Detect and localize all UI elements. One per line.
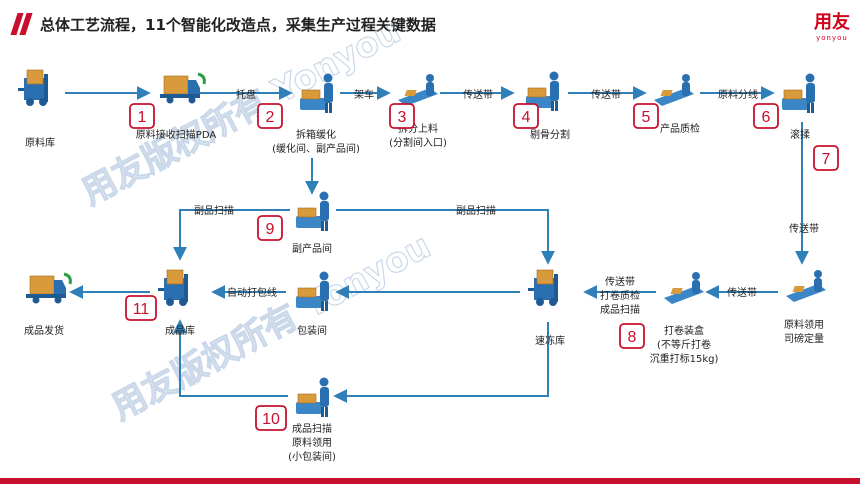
badge-number: 5: [642, 109, 651, 126]
weighing-station-icon: [786, 270, 826, 302]
receiving-pda-icon: [158, 72, 206, 105]
flow-arrow: [333, 322, 549, 403]
badge-number: 2: [266, 109, 275, 126]
node-split-loading-sub: (分割间入口): [389, 136, 447, 149]
shipping-truck-icon: [24, 272, 72, 305]
watermark-text: 用友版权所有 Yonyou: [75, 11, 407, 213]
logo-subtext: yonyou: [816, 34, 848, 42]
node-roll-boxing: 打卷装盒: [664, 324, 704, 337]
edge-label-raw-split: 原料分线: [718, 88, 758, 101]
node-freezer: 速冻库: [535, 334, 565, 347]
yonyou-logo: 用友 yonyou: [814, 8, 850, 42]
node-roll-qc: 打卷质检: [600, 289, 640, 302]
watermark-text: 用友版权所有 Yonyou: [105, 226, 437, 428]
split-loading-station-icon: [398, 74, 438, 106]
raw-warehouse-icon: [17, 69, 49, 107]
roll-boxing-station-icon: [664, 272, 704, 304]
badge-3: 3: [389, 103, 415, 129]
badge-1: 1: [129, 103, 155, 129]
node-shipping: 成品发货: [24, 324, 64, 337]
badge-7: 7: [813, 145, 839, 171]
node-roll-qc-conveyor: 传送带: [605, 275, 635, 288]
badge-9: 9: [257, 215, 283, 241]
byproduct-room-icon: [295, 191, 330, 232]
badge-number: 6: [762, 109, 771, 126]
edge-label-conveyor: 传送带: [727, 286, 757, 299]
node-deboning: 剔骨分割: [530, 128, 570, 141]
badge-2: 2: [257, 103, 283, 129]
freezer-icon: [527, 269, 559, 307]
flow-arrow: [336, 209, 555, 265]
logo-text: 用友: [814, 12, 850, 33]
node-roll-boxing-sub1: (不等斤打卷: [657, 338, 711, 351]
badge-6: 6: [753, 103, 779, 129]
node-raw-warehouse: 原料库: [25, 136, 55, 149]
edge-label-auto-pack: 自动打包线: [227, 286, 277, 299]
node-weighing: 原料领用: [784, 318, 824, 331]
flow-arrow: [173, 319, 288, 397]
badge-number: 3: [398, 109, 407, 126]
footer-accent-bar: [0, 478, 860, 484]
badge-number: 11: [133, 301, 150, 318]
node-byproduct-room: 副产品间: [292, 242, 332, 255]
node-receiving-pda: 原料接收扫描PDA: [136, 128, 217, 141]
tumbling-station-icon: [781, 73, 816, 114]
node-finished-warehouse: 成品库: [165, 324, 195, 337]
badge-number: 10: [262, 411, 280, 428]
quality-check-station-icon: [654, 74, 694, 106]
flow-arrow: [173, 209, 290, 261]
edge-label-byproduct-scan: 副品扫描: [194, 204, 234, 217]
edge-label-conveyor: 传送带: [789, 222, 819, 235]
flow-lines: [65, 86, 809, 403]
node-weighing-sub: 司磅定量: [784, 332, 824, 345]
edge-label-conveyor: 传送带: [591, 88, 621, 101]
badge-number: 7: [822, 151, 831, 168]
finished-warehouse-icon: [157, 269, 189, 307]
node-quality-check: 产品质检: [660, 122, 700, 135]
badge-number: 1: [138, 109, 147, 126]
badge-10: 10: [255, 405, 287, 431]
badge-5: 5: [633, 103, 659, 129]
slide-title: 总体工艺流程，11个智能化改造点，采集生产过程关键数据: [40, 16, 436, 34]
node-small-pack-scan: 成品扫描: [292, 422, 332, 435]
edge-label-rack: 架车: [354, 88, 374, 101]
node-roll-boxing-sub2: 沉重打标15kg): [650, 352, 719, 365]
small-pack-room-icon: [295, 377, 330, 418]
node-unpack-thaw: 拆箱缓化: [296, 128, 336, 141]
node-small-pack-room: (小包装间): [288, 450, 336, 463]
edge-label-byproduct-scan: 副品扫描: [456, 204, 496, 217]
slide-header: 总体工艺流程，11个智能化改造点，采集生产过程关键数据 用友 yonyou: [0, 0, 860, 48]
improvement-badges: 1 2 3 4 5 6 7 8 9 10 11: [125, 103, 839, 431]
badge-number: 4: [522, 109, 531, 126]
badge-8: 8: [619, 323, 645, 349]
node-finished-scan: 成品扫描: [600, 303, 640, 316]
edge-label-pallet: 托盘: [236, 88, 256, 101]
edge-label-conveyor: 传送带: [463, 88, 493, 101]
node-tumbling: 滚揉: [790, 128, 810, 141]
badge-4: 4: [513, 103, 539, 129]
node-packing-room: 包装间: [297, 324, 327, 337]
badge-number: 8: [628, 329, 637, 346]
watermark: 用友版权所有 Yonyou 用友版权所有 Yonyou: [75, 11, 438, 429]
node-small-pack-issue: 原料领用: [292, 436, 332, 449]
badge-number: 9: [266, 221, 275, 238]
node-unpack-thaw-sub: (缓化间、副产品间): [272, 142, 360, 155]
badge-11: 11: [125, 295, 157, 321]
